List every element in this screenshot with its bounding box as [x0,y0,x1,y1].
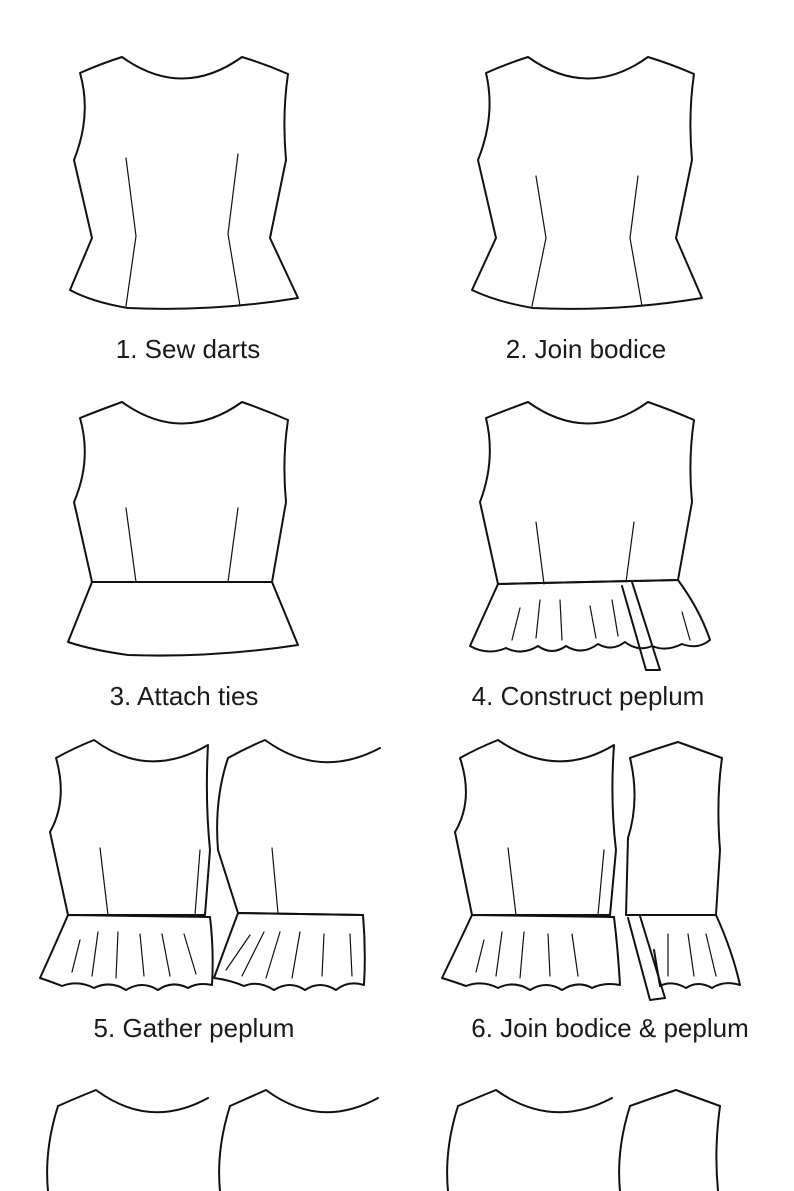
step-4-caption: 4. Construct peplum [471,681,705,711]
step-2-bodice-front [471,56,703,310]
step-1-caption: 1. Sew darts [115,334,261,364]
step-8-partial-bodices [446,1089,721,1191]
step-6-caption: 6. Join bodice & peplum [471,1013,749,1043]
step-3-bodice-with-band [67,401,299,657]
step-6-front-and-back-joined [441,739,741,1001]
step-2-caption: 2. Join bodice [505,334,667,364]
step-1-bodice-front [69,56,299,310]
step-5-front-and-back-gathered [39,739,381,991]
step-5-caption: 5. Gather peplum [93,1013,295,1043]
step-7-partial-bodices [46,1089,379,1191]
step-4-bodice-with-peplum [469,401,711,671]
step-3-caption: 3. Attach ties [109,681,259,711]
